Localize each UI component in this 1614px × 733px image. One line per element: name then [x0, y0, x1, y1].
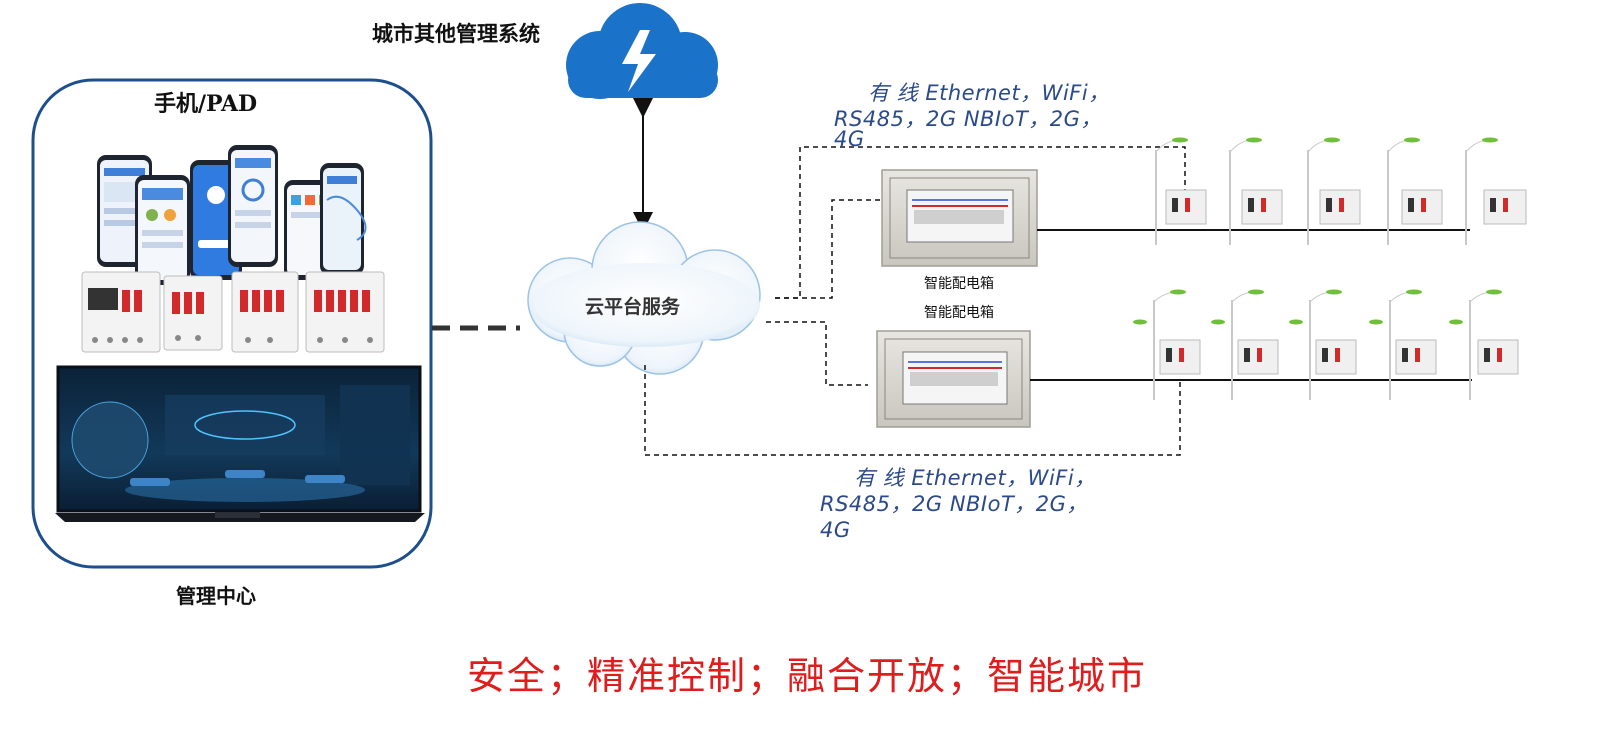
street-light [1289, 289, 1357, 400]
street-light [1229, 137, 1283, 245]
breaker-module [305, 271, 385, 353]
protocol-line: 4G [834, 127, 865, 151]
distribution-box-bottom [876, 330, 1031, 428]
connection-lines [644, 146, 1186, 456]
protocol-line: 4G [820, 518, 851, 542]
protocol-line: 有 线 Ethernet，WiFi， [854, 466, 1096, 490]
breaker-module [231, 271, 299, 353]
breaker-module [163, 275, 223, 351]
street-light [1211, 289, 1279, 400]
breaker-module [81, 271, 161, 353]
street-light [1465, 137, 1527, 245]
street-lights-bottom [1133, 289, 1519, 400]
cloud-platform-icon [527, 221, 761, 375]
street-light [1155, 137, 1207, 245]
link-bottom-box [766, 321, 868, 386]
distribution-box-label: 智能配电箱 [924, 276, 994, 292]
link-top-street [775, 146, 1186, 299]
protocol-line: RS485，2G NBIoT，2G， [834, 107, 1102, 131]
street-light [1307, 137, 1361, 245]
street-light [1133, 289, 1201, 400]
phones-illustration [97, 145, 367, 285]
slogan: 安全；精准控制；融合开放；智能城市 [466, 654, 1147, 698]
management-frame [31, 78, 433, 569]
street-light [1449, 289, 1519, 400]
other-systems-label: 城市其他管理系统 [372, 21, 540, 46]
protocol-text-bottom: 有 线 Ethernet，WiFi， RS485，2G NBIoT，2G， 4G [820, 465, 1120, 543]
mobile-pad-label: 手机/PAD [154, 91, 258, 117]
distribution-box-top [881, 169, 1038, 267]
cloud-platform-label: 云平台服务 [585, 296, 681, 318]
protocol-line: RS485，2G NBIoT，2G， [820, 492, 1088, 516]
management-center-label: 管理中心 [176, 584, 256, 608]
protocol-line: 有 线 Ethernet，WiFi， [868, 81, 1110, 105]
breakers-illustration [81, 271, 385, 353]
street-light [1369, 289, 1437, 400]
distribution-box-label: 智能配电箱 [924, 305, 994, 321]
street-light [1387, 137, 1443, 245]
other-systems-cloud-icon [566, 3, 718, 99]
street-lights-top [1155, 137, 1527, 245]
protocol-text-top: 有 线 Ethernet，WiFi， RS485，2G NBIoT，2G， 4G [834, 80, 1134, 152]
link-bottom-street [644, 365, 1181, 456]
link-top-box [775, 199, 882, 299]
monitor-screen [55, 365, 425, 522]
